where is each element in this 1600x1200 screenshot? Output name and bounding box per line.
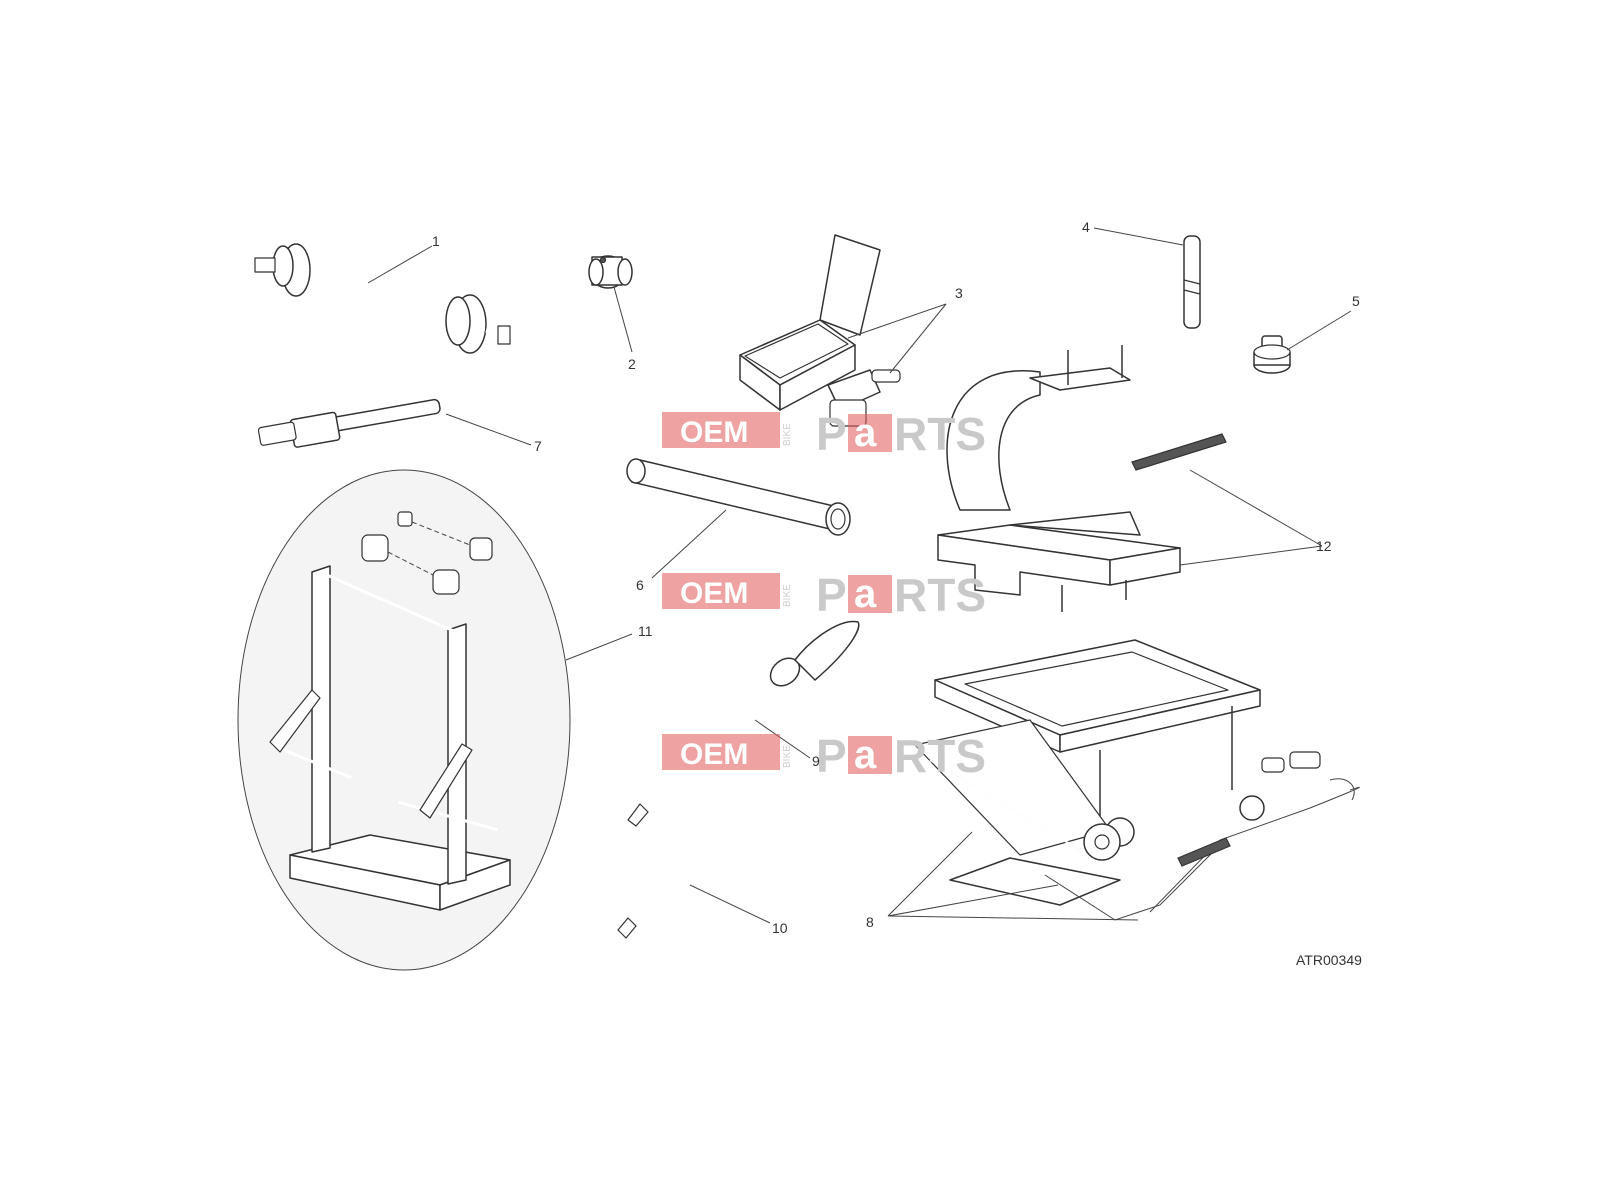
svg-text:RTS: RTS [894,408,986,460]
svg-text:OEM: OEM [680,577,748,610]
callout-11: 11 [638,623,653,639]
svg-text:P: P [816,408,847,460]
part-7-threaded-extension [257,398,441,448]
callout-10: 10 [772,920,788,936]
svg-text:a: a [854,733,877,777]
watermark-3: OEM BIKE P a RTS [662,730,986,782]
part-5-plug [1253,335,1291,374]
callout-2: 2 [628,356,636,372]
callout-labels: 1 2 3 4 5 6 7 8 9 10 11 12 ATR00349 [432,219,1362,968]
part-1-bearing-puller [254,243,531,354]
part-3-tool-case [739,234,901,427]
svg-text:P: P [816,730,847,782]
callout-8: 8 [866,914,874,930]
svg-text:BIKE: BIKE [782,584,793,607]
callout-12: 12 [1316,538,1332,554]
callout-9: 9 [812,753,820,769]
callout-7: 7 [534,438,542,454]
svg-text:a: a [854,411,877,455]
callout-4: 4 [1082,219,1090,235]
part-4-pin [1183,235,1201,329]
svg-text:BIKE: BIKE [782,745,793,768]
callout-5: 5 [1352,293,1360,309]
callout-1: 1 [432,233,440,249]
leader-lines [367,227,1352,924]
part-11-wheel-balancer [237,469,571,971]
part-2-bushing [588,255,633,289]
watermark-1: OEM BIKE P a RTS [662,408,986,460]
watermark-2: OEM BIKE P a RTS [662,569,986,621]
svg-text:RTS: RTS [894,730,986,782]
drawing-code: ATR00349 [1296,952,1362,968]
part-8-motorcycle-lift [914,639,1360,921]
svg-text:OEM: OEM [680,416,748,449]
svg-text:RTS: RTS [894,569,986,621]
callout-3: 3 [955,285,963,301]
callout-6: 6 [636,577,644,593]
svg-text:OEM: OEM [680,738,748,771]
part-6-tube [626,458,851,536]
part-9-slide-hammer [627,620,860,827]
part-10-fork-tool [617,856,713,939]
svg-text:a: a [854,572,877,616]
svg-text:BIKE: BIKE [782,423,793,446]
part-12-stand [937,345,1227,612]
svg-text:P: P [816,569,847,621]
